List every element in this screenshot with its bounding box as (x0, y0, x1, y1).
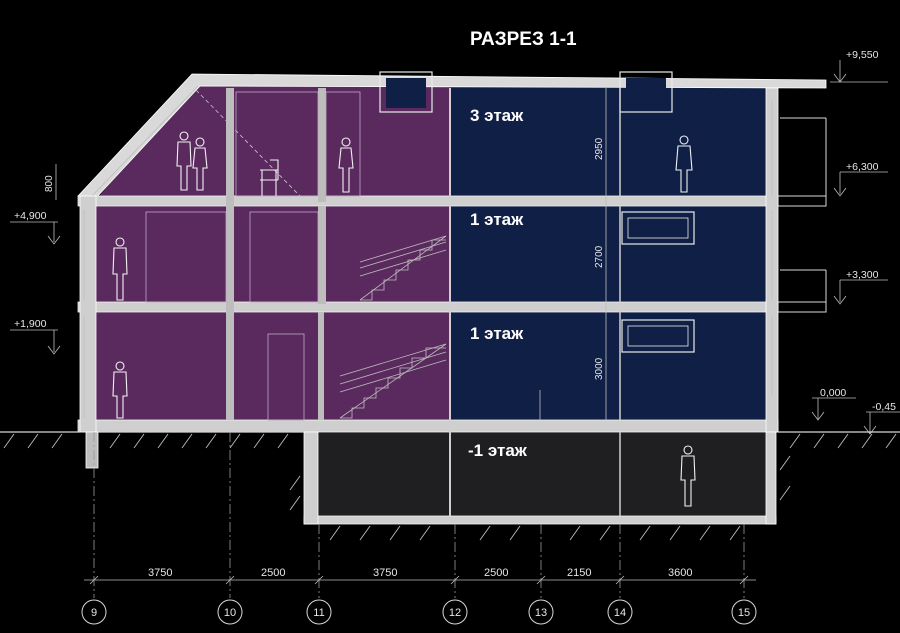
floor-label-3: 3 этаж (470, 106, 524, 125)
person-figure (112, 361, 128, 419)
purple-zone (96, 80, 450, 420)
chair-icon (260, 159, 279, 196)
axis-lines (93, 432, 745, 598)
ground (0, 431, 900, 541)
dim-3000: 3000 (594, 357, 605, 380)
person-figure (176, 131, 192, 191)
axis-label-15: 15 (738, 607, 750, 619)
dim-span-3: 3750 (373, 567, 397, 579)
floor-label-2: 1 этаж (470, 210, 524, 229)
person-figure (675, 135, 693, 193)
drawing-title: РАЗРЕЗ 1-1 (470, 29, 577, 50)
staircase-lower (339, 343, 447, 419)
dim-span-5: 2150 (567, 567, 591, 579)
dim-span-6: 3600 (668, 567, 692, 579)
dim-2700: 2700 (594, 245, 605, 268)
level-6300: +6,300 (846, 161, 879, 173)
dimension-chain (84, 575, 756, 585)
basement-zone (318, 432, 766, 516)
person-figure (338, 137, 354, 193)
dim-span-4: 2500 (484, 567, 508, 579)
axis-label-11: 11 (313, 607, 324, 619)
level-marks (10, 60, 900, 435)
dim-span-2: 2500 (261, 567, 285, 579)
person-figure (680, 445, 696, 507)
axis-label-10: 10 (224, 607, 236, 619)
level-1900: +1,900 (14, 318, 47, 330)
floor-label-basement: -1 этаж (468, 441, 528, 460)
dim-800: 800 (44, 175, 55, 192)
floor-label-1: 1 этаж (470, 324, 524, 343)
staircase-upper (359, 235, 447, 301)
axis-label-12: 12 (449, 607, 461, 619)
dim-span-1: 3750 (148, 567, 172, 579)
level-ground: -0,45 (872, 401, 896, 413)
level-3300: +3,300 (846, 269, 879, 281)
level-4900: +4,900 (14, 210, 47, 222)
axis-label-9: 9 (91, 607, 97, 619)
axis-bubbles (81, 599, 757, 625)
axis-label-14: 14 (614, 607, 626, 619)
level-zero: 0,000 (820, 387, 846, 399)
person-figure (112, 237, 128, 301)
axis-label-13: 13 (535, 607, 547, 619)
blue-zone (450, 86, 766, 420)
level-roof: +9,550 (846, 49, 879, 61)
dim-2950: 2950 (594, 137, 605, 160)
roof (77, 71, 827, 201)
walls (79, 87, 779, 525)
person-figure (192, 137, 208, 191)
